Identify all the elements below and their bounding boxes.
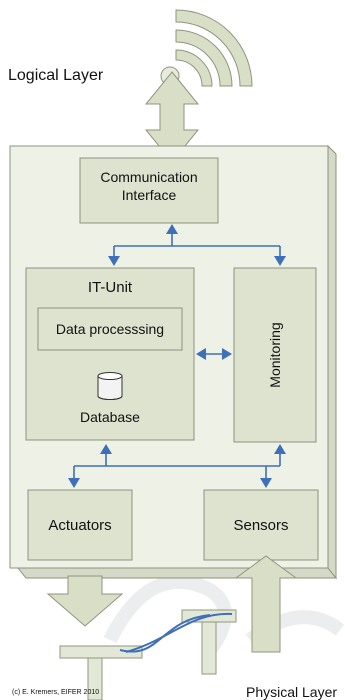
monitoring-label: Monitoring [267, 322, 283, 387]
physical-layer-label: Physical Layer [246, 684, 337, 700]
comm-connector [108, 224, 286, 266]
database-label: Database [80, 409, 140, 425]
communication-label-line2: Interface [122, 187, 177, 203]
sensor-plug-icon [59, 609, 237, 700]
data-processing-label: Data processsing [56, 321, 164, 337]
sensors-box: Sensors [203, 489, 319, 561]
monitoring-box: Monitoring [233, 267, 317, 443]
data-processing-box [37, 307, 183, 351]
sensors-input-arrow [234, 555, 298, 653]
database-cylinder-icon [97, 372, 123, 400]
device-connector [68, 444, 286, 488]
actuators-output-arrow [46, 575, 124, 627]
itunit-monitoring-connector [196, 348, 232, 360]
actuators-label: Actuators [48, 517, 111, 534]
it-unit-box: IT-Unit Data processsing Database [25, 267, 195, 441]
actuators-box: Actuators [27, 489, 133, 561]
sensors-label: Sensors [233, 517, 288, 534]
copyright-label: (c) E. Kremers, EIFER 2010 [12, 689, 99, 696]
logical-layer-label: Logical Layer [8, 67, 104, 84]
it-unit-label: IT-Unit [88, 279, 133, 296]
communication-interface-box: Communication Interface [79, 157, 219, 224]
communication-label-line1: Communication [100, 169, 197, 185]
